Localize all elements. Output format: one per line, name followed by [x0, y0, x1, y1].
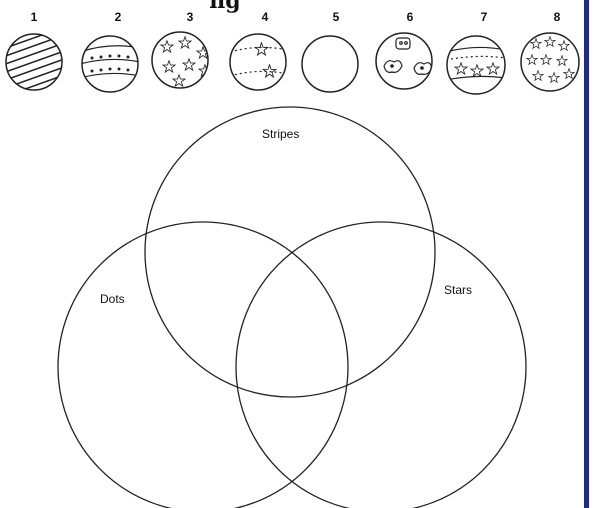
- ball-1-stripes: [0, 25, 70, 114]
- venn-circle-dots: [58, 222, 348, 508]
- label-stars: Stars: [444, 283, 472, 297]
- ball-3-stars: [152, 32, 211, 88]
- venn-circle-stripes: [145, 107, 435, 397]
- ball-6-animals: [376, 33, 432, 89]
- ball-8-many-stars: [521, 33, 579, 91]
- label-stripes: Stripes: [262, 127, 299, 141]
- ball-7-stripes-stars-dots: [446, 36, 506, 94]
- ball-5-plain: [302, 36, 358, 92]
- page-border-right: [584, 0, 589, 508]
- label-dots: Dots: [100, 292, 125, 306]
- ball-4-stars-dots: [230, 34, 288, 90]
- ball-2-stripes-dots: [80, 36, 140, 92]
